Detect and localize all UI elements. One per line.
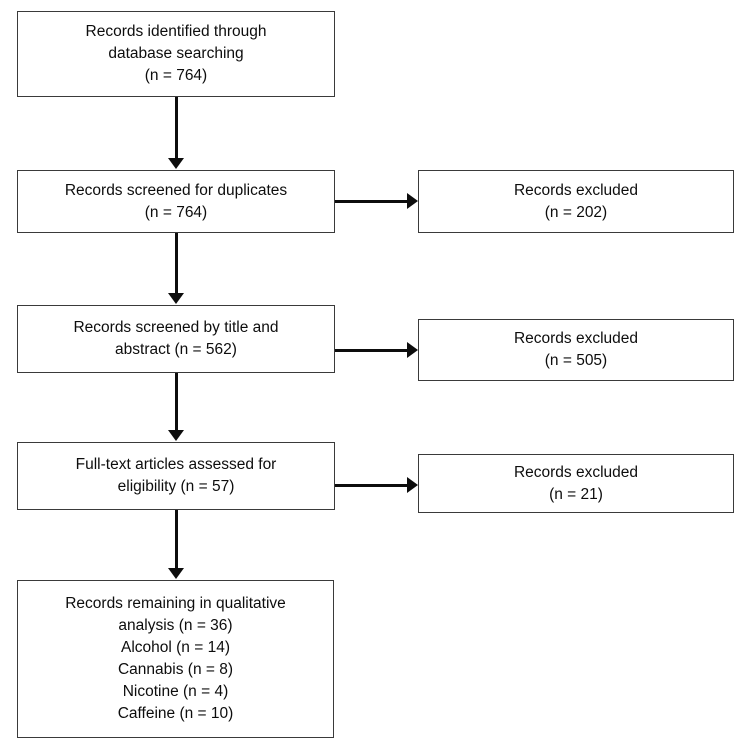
node-qualitative-analysis-line-4: Cannabis (n = 8) [117, 661, 234, 678]
node-qualitative-analysis: Records remaining in qualitative analysi… [17, 580, 334, 738]
node-screened-title-abstract-line-2: abstract (n = 562) [115, 341, 237, 358]
node-records-identified-line-1: Records identified through [85, 23, 267, 40]
node-excluded-duplicates-line-2: (n = 202) [544, 203, 608, 221]
connector-duplicates-to-title-abstract [175, 233, 178, 294]
node-excluded-fulltext: Records excluded (n = 21) [418, 454, 734, 513]
arrowhead-title-abstract-to-fulltext [168, 430, 184, 441]
connector-title-abstract-to-fulltext [175, 373, 178, 431]
arrowhead-identified-to-duplicates [168, 158, 184, 169]
node-excluded-duplicates-line-1: Records excluded [513, 181, 639, 199]
arrowhead-duplicates-to-title-abstract [168, 293, 184, 304]
node-qualitative-analysis-line-1: Records remaining in qualitative [65, 595, 286, 612]
node-excluded-title-abstract-line-1: Records excluded [513, 330, 639, 347]
node-records-identified-line-3: (n = 764) [144, 67, 208, 84]
node-excluded-fulltext-line-1: Records excluded [513, 463, 639, 481]
node-qualitative-analysis-line-2: analysis (n = 36) [118, 617, 233, 634]
connector-title-abstract-to-excluded [335, 349, 409, 352]
arrowhead-fulltext-to-excluded [407, 477, 418, 493]
node-excluded-title-abstract: Records excluded (n = 505) [418, 319, 734, 381]
node-excluded-fulltext-line-2: (n = 21) [549, 485, 603, 503]
arrowhead-fulltext-to-qualitative [168, 568, 184, 579]
node-fulltext-assessed-line-1: Full-text articles assessed for [75, 456, 277, 473]
connector-duplicates-to-excluded [335, 200, 409, 203]
arrowhead-duplicates-to-excluded [407, 193, 418, 209]
node-screened-duplicates: Records screened for duplicates (n = 764… [17, 170, 335, 233]
node-fulltext-assessed: Full-text articles assessed for eligibil… [17, 442, 335, 510]
node-qualitative-analysis-line-6: Caffeine (n = 10) [117, 705, 234, 722]
connector-identified-to-duplicates [175, 97, 178, 159]
node-fulltext-assessed-line-2: eligibility (n = 57) [117, 478, 235, 495]
arrowhead-title-abstract-to-excluded [407, 342, 418, 358]
node-excluded-duplicates: Records excluded (n = 202) [418, 170, 734, 233]
node-records-identified: Records identified through database sear… [17, 11, 335, 97]
node-records-identified-line-2: database searching [108, 45, 244, 62]
node-qualitative-analysis-line-5: Nicotine (n = 4) [122, 683, 229, 700]
node-qualitative-analysis-line-3: Alcohol (n = 14) [121, 639, 230, 656]
node-excluded-title-abstract-line-2: (n = 505) [544, 352, 608, 369]
connector-fulltext-to-excluded [335, 484, 409, 487]
node-screened-duplicates-line-2: (n = 764) [144, 203, 208, 221]
node-screened-title-abstract-line-1: Records screened by title and [73, 319, 279, 336]
connector-fulltext-to-qualitative [175, 510, 178, 569]
node-screened-duplicates-line-1: Records screened for duplicates [64, 181, 288, 199]
node-screened-title-abstract: Records screened by title and abstract (… [17, 305, 335, 373]
